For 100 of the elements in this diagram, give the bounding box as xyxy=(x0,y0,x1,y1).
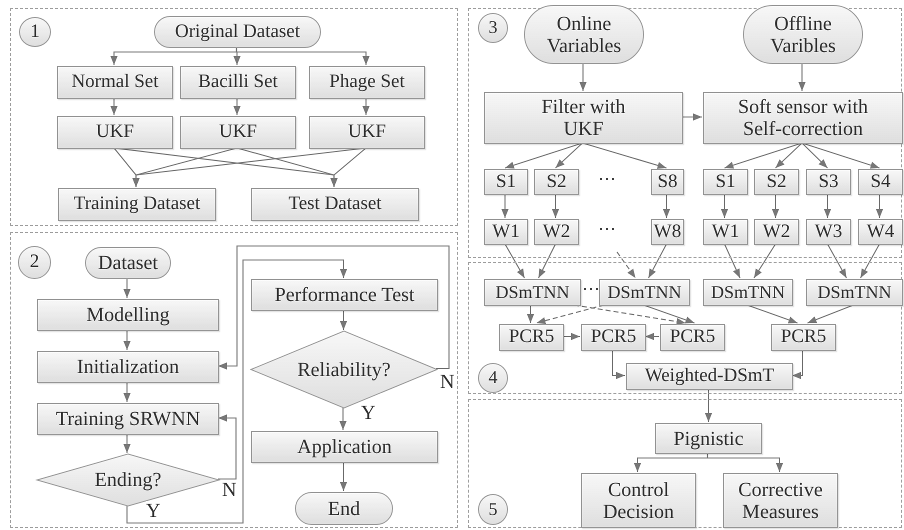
process-box: Application xyxy=(251,431,438,463)
step-number: 2 xyxy=(18,246,51,279)
step-number: 3 xyxy=(478,13,508,43)
arrow xyxy=(724,244,740,278)
ellipsis-mark: ⋯ xyxy=(598,170,616,188)
panel-frame xyxy=(468,8,902,258)
arrow xyxy=(824,194,832,218)
arrow xyxy=(340,462,348,491)
arrow xyxy=(501,194,509,218)
process-box: W1 xyxy=(703,219,748,245)
ellipsis-mark: ⋯ xyxy=(582,280,600,298)
process-box: PCR5 xyxy=(660,324,725,351)
arrow xyxy=(123,278,131,298)
process-box: DSmTNN xyxy=(806,279,903,306)
arrow xyxy=(110,98,118,115)
process-box: UKF xyxy=(57,116,173,149)
process-box: Modelling xyxy=(37,299,219,331)
process-box: Performance Test xyxy=(251,279,438,311)
process-box: W4 xyxy=(858,219,903,245)
arrow xyxy=(792,350,804,380)
arrow xyxy=(798,63,806,91)
arrow xyxy=(526,305,534,323)
arrow xyxy=(504,244,525,278)
arrow xyxy=(126,259,348,524)
arrow xyxy=(645,332,659,340)
process-box: Filter with UKF xyxy=(484,92,683,144)
process-box: W3 xyxy=(806,219,851,245)
process-box: Pignistic xyxy=(655,423,762,454)
process-box: Phage Set xyxy=(309,66,425,99)
panel-frame xyxy=(10,8,458,226)
process-box: S1 xyxy=(484,169,528,195)
terminal-node: Dataset xyxy=(85,247,171,279)
ellipsis-mark: ⋯ xyxy=(598,220,616,238)
arrow xyxy=(827,244,847,278)
arrow xyxy=(612,350,625,380)
arrow xyxy=(339,407,347,430)
arrow xyxy=(340,310,348,330)
process-box: DSmTNN xyxy=(703,279,793,306)
arrow xyxy=(330,148,366,187)
process-box: W1 xyxy=(484,219,528,245)
process-box: DSmTNN xyxy=(599,279,690,306)
process-box: Weighted-DSmT xyxy=(626,363,793,390)
arrow xyxy=(704,389,712,422)
step-number: 4 xyxy=(478,363,508,393)
arrow xyxy=(775,142,802,168)
process-box: W2 xyxy=(754,219,799,245)
terminal-node: Online Variables xyxy=(524,5,644,64)
process-box: Corrective Measures xyxy=(723,473,838,528)
process-box: S4 xyxy=(858,169,903,195)
process-box: Control Decision xyxy=(581,473,696,528)
process-box: W8 xyxy=(651,219,684,245)
arrow xyxy=(579,63,587,91)
terminal-node: Original Dataset xyxy=(154,16,321,48)
arrow xyxy=(772,194,780,218)
arrow xyxy=(538,244,556,278)
step-number: 1 xyxy=(19,17,51,47)
panel-frame xyxy=(468,399,902,528)
process-box: UKF xyxy=(180,116,296,149)
arrow xyxy=(218,414,237,480)
process-box: Training Dataset xyxy=(58,188,216,221)
arrow xyxy=(123,434,131,453)
arrow xyxy=(662,194,670,218)
process-box: Training SRWNN xyxy=(37,403,219,435)
process-box: Initialization xyxy=(37,351,219,383)
arrow xyxy=(807,304,854,324)
arrow xyxy=(563,332,580,340)
process-box: Normal Set xyxy=(57,66,173,99)
process-box: S8 xyxy=(651,169,684,195)
arrow xyxy=(555,142,583,168)
arrow xyxy=(706,453,784,472)
arrow xyxy=(648,244,667,278)
arrow xyxy=(236,47,370,65)
process-box: PCR5 xyxy=(499,324,564,351)
arrow xyxy=(682,113,702,121)
arrow xyxy=(123,382,131,402)
process-box: PCR5 xyxy=(771,324,836,351)
panel-frame xyxy=(10,232,458,528)
arrow xyxy=(754,244,776,278)
dashed-arrow xyxy=(616,252,636,278)
process-box: DSmTNN xyxy=(484,279,581,306)
process-box: Soft sensor with Self-correction xyxy=(703,92,903,144)
arrow xyxy=(233,98,241,115)
arrow xyxy=(643,304,695,324)
arrow xyxy=(720,194,728,218)
process-box: S2 xyxy=(754,169,799,195)
arrow xyxy=(802,142,828,168)
process-box: Bacilli Set xyxy=(180,66,296,99)
panel-frame xyxy=(468,262,902,394)
arrow xyxy=(362,98,370,115)
arrow xyxy=(123,330,131,350)
arrow xyxy=(552,194,560,218)
terminal-node: Offline Varibles xyxy=(743,5,863,64)
process-box: PCR5 xyxy=(581,324,646,351)
arrow xyxy=(860,244,880,278)
arrow xyxy=(876,194,884,218)
process-box: S2 xyxy=(534,169,579,195)
process-box: Test Dataset xyxy=(251,188,419,221)
step-number: 5 xyxy=(478,494,508,525)
terminal-node: End xyxy=(295,492,393,525)
arrow xyxy=(218,245,450,370)
